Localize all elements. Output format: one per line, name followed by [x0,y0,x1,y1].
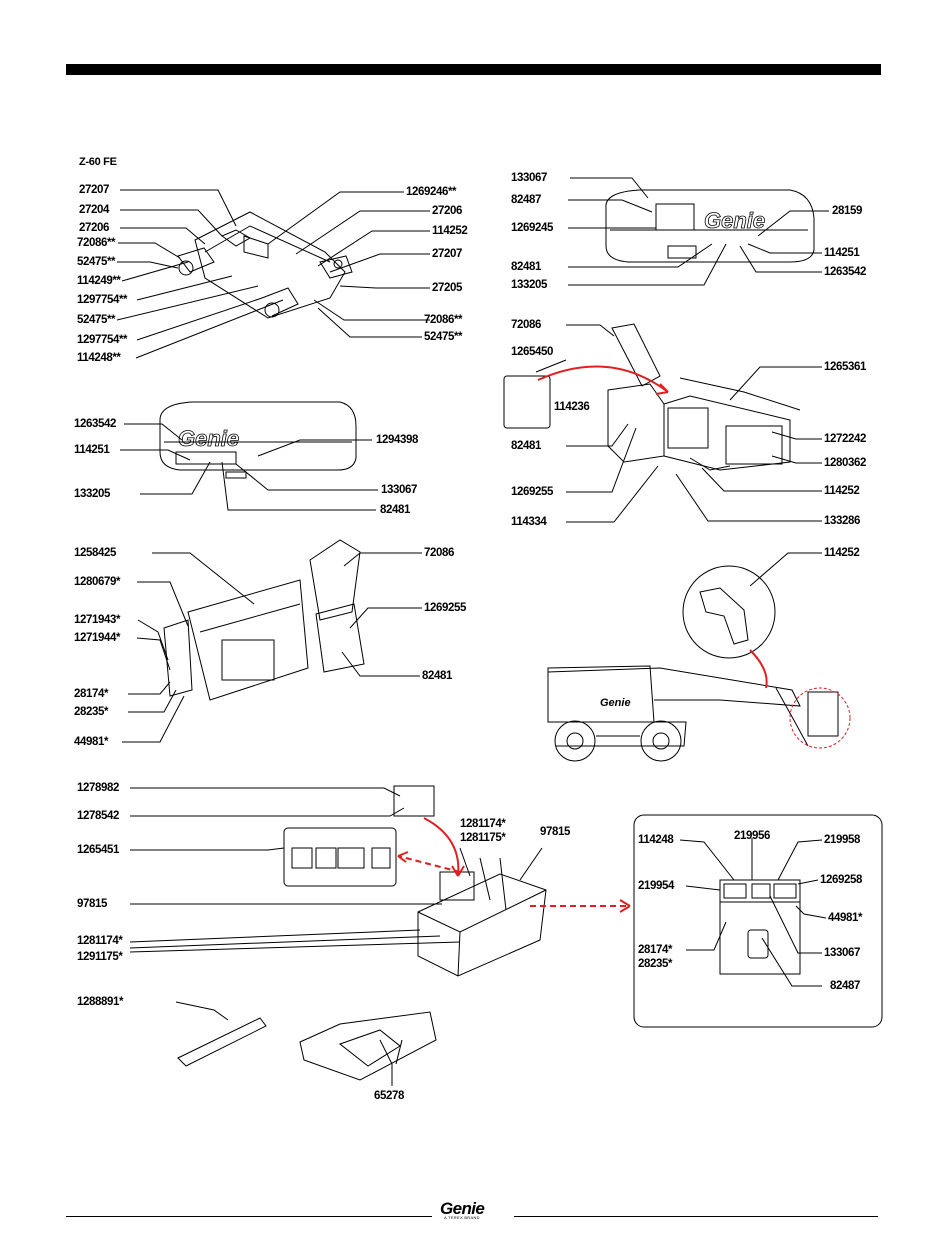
part-number-label: 1297754** [77,334,128,346]
footer-rule-left [66,1216,432,1217]
part-number-label: 28159 [832,205,862,217]
part-number-label: 1269258 [820,874,862,886]
part-number-label: 1265361 [824,361,866,373]
part-number-label: 114248** [77,352,121,364]
part-number-label: 44981* [74,736,109,748]
part-number-label: 114236 [554,401,590,413]
part-number-label: 133067 [511,172,547,184]
part-number-label: 27204 [79,204,109,216]
genie-decal-front: Genie [704,208,765,233]
part-number-label: 1269246** [406,186,457,198]
part-number-label: 114252 [824,485,860,497]
part-number-label: 1281175* [460,832,506,844]
model-title: Z-60 FE [79,156,117,168]
part-number-label: 114248 [638,834,674,846]
part-number-label: 97815 [540,826,570,838]
part-number-label: 133205 [511,279,547,291]
part-number-label: 1297754** [77,294,128,306]
part-number-label: 133286 [824,515,860,527]
part-number-label: 114251 [824,247,860,259]
part-number-label: 133067 [824,947,860,959]
part-number-label: 1269255 [511,486,553,498]
part-number-label: 72086 [511,319,541,331]
part-number-label: 72086** [424,314,463,326]
part-number-label: 219954 [638,880,674,892]
part-number-label: 27206 [432,205,462,217]
part-number-label: 65278 [374,1090,404,1102]
part-number-label: 1278542 [77,810,119,822]
part-number-label: 28235* [638,958,673,970]
part-number-label: 97815 [77,898,107,910]
part-number-label: 27207 [432,248,462,260]
part-number-label: 133067 [381,484,417,496]
part-number-label: 44981* [828,912,863,924]
leader-lines [116,177,883,1086]
part-number-label: 1258425 [74,547,116,559]
genie-decal-rear: Genie [178,426,239,451]
part-number-label: 1263542 [74,418,116,430]
part-number-label: 114252 [432,225,468,237]
part-number-label: 1272242 [824,433,866,445]
footer-rule-right [514,1216,878,1217]
decal-text: Genie Genie [178,208,766,452]
part-number-label: 1271944* [74,632,121,644]
part-number-label: 72086 [424,547,454,559]
part-number-label: 28174* [638,944,673,956]
part-number-label: 1265451 [77,844,119,856]
callout-arrows [397,365,851,913]
part-number-label: 52475** [77,314,116,326]
part-number-label: 82487 [511,194,541,206]
part-number-label: 114252 [824,547,860,559]
part-number-label: 82487 [830,980,860,992]
part-number-label: 27205 [432,282,462,294]
part-number-label: 1271943* [74,614,121,626]
part-number-label: 114249** [77,275,121,287]
part-number-label: 1265450 [511,346,553,358]
part-number-label: 1291175* [77,951,123,963]
header-rule [66,64,881,75]
part-number-label: 28174* [74,688,109,700]
part-number-label: 1280679* [74,576,121,588]
part-number-label: 82481 [422,670,452,682]
part-number-label: 1278982 [77,782,119,794]
part-number-label: 82481 [511,261,541,273]
brand-tagline: A TEREX BRAND [444,1215,480,1220]
part-number-label: 82481 [380,504,410,516]
part-number-label: 28235* [74,706,109,718]
part-number-label: 114251 [74,444,110,456]
part-number-label: 1263542 [824,266,866,278]
part-number-label: 1280362 [824,457,866,469]
part-number-label: 1281174* [77,935,123,947]
part-number-label: 1294398 [376,434,418,446]
part-number-label: 219958 [824,834,860,846]
part-number-label: 1281174* [460,818,506,830]
part-number-label: 27207 [79,184,109,196]
part-number-label: 1269255 [424,602,466,614]
genie-logo: Genie [440,1199,485,1218]
part-number-label: 27206 [79,222,109,234]
part-number-label: 114334 [511,516,547,528]
part-number-label: 133205 [74,488,110,500]
part-number-label: 1288891* [77,996,124,1008]
part-number-label: 52475** [77,256,116,268]
part-number-label: 52475** [424,331,463,343]
part-number-label: 82481 [511,440,541,452]
part-number-label: 72086** [77,237,116,249]
part-number-label: 219956 [734,830,770,842]
genie-decal-machine: Genie [600,697,631,709]
part-number-label: 1269245 [511,222,553,234]
